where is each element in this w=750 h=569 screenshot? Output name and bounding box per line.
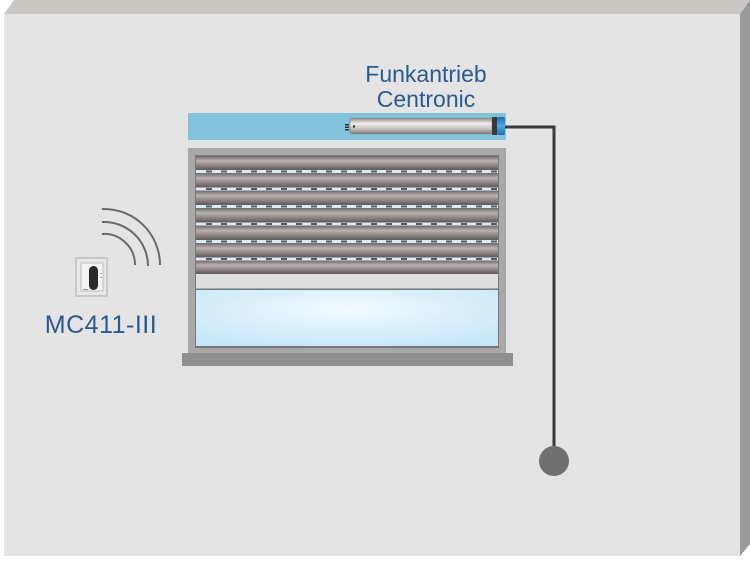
motor-label-line1: Funkantrieb: [365, 61, 487, 87]
radio-waves-icon: [101, 207, 161, 267]
window-glass: [196, 290, 498, 346]
tubular-motor-icon: [345, 117, 505, 135]
wall-top-face: [4, 0, 750, 14]
roller-shutter: [196, 156, 498, 274]
remote-label: MC411-III: [44, 311, 158, 339]
remote-control-icon: [75, 257, 108, 297]
plug-icon: [539, 446, 569, 476]
window-sill: [182, 353, 513, 366]
motor-label-line2: Centronic: [376, 86, 476, 112]
wall-side-face: [740, 0, 750, 556]
motor-label: Funkantrieb Centronic: [338, 62, 514, 112]
power-cable: [505, 125, 569, 476]
shutter-box: [188, 113, 506, 140]
window: [182, 148, 513, 366]
